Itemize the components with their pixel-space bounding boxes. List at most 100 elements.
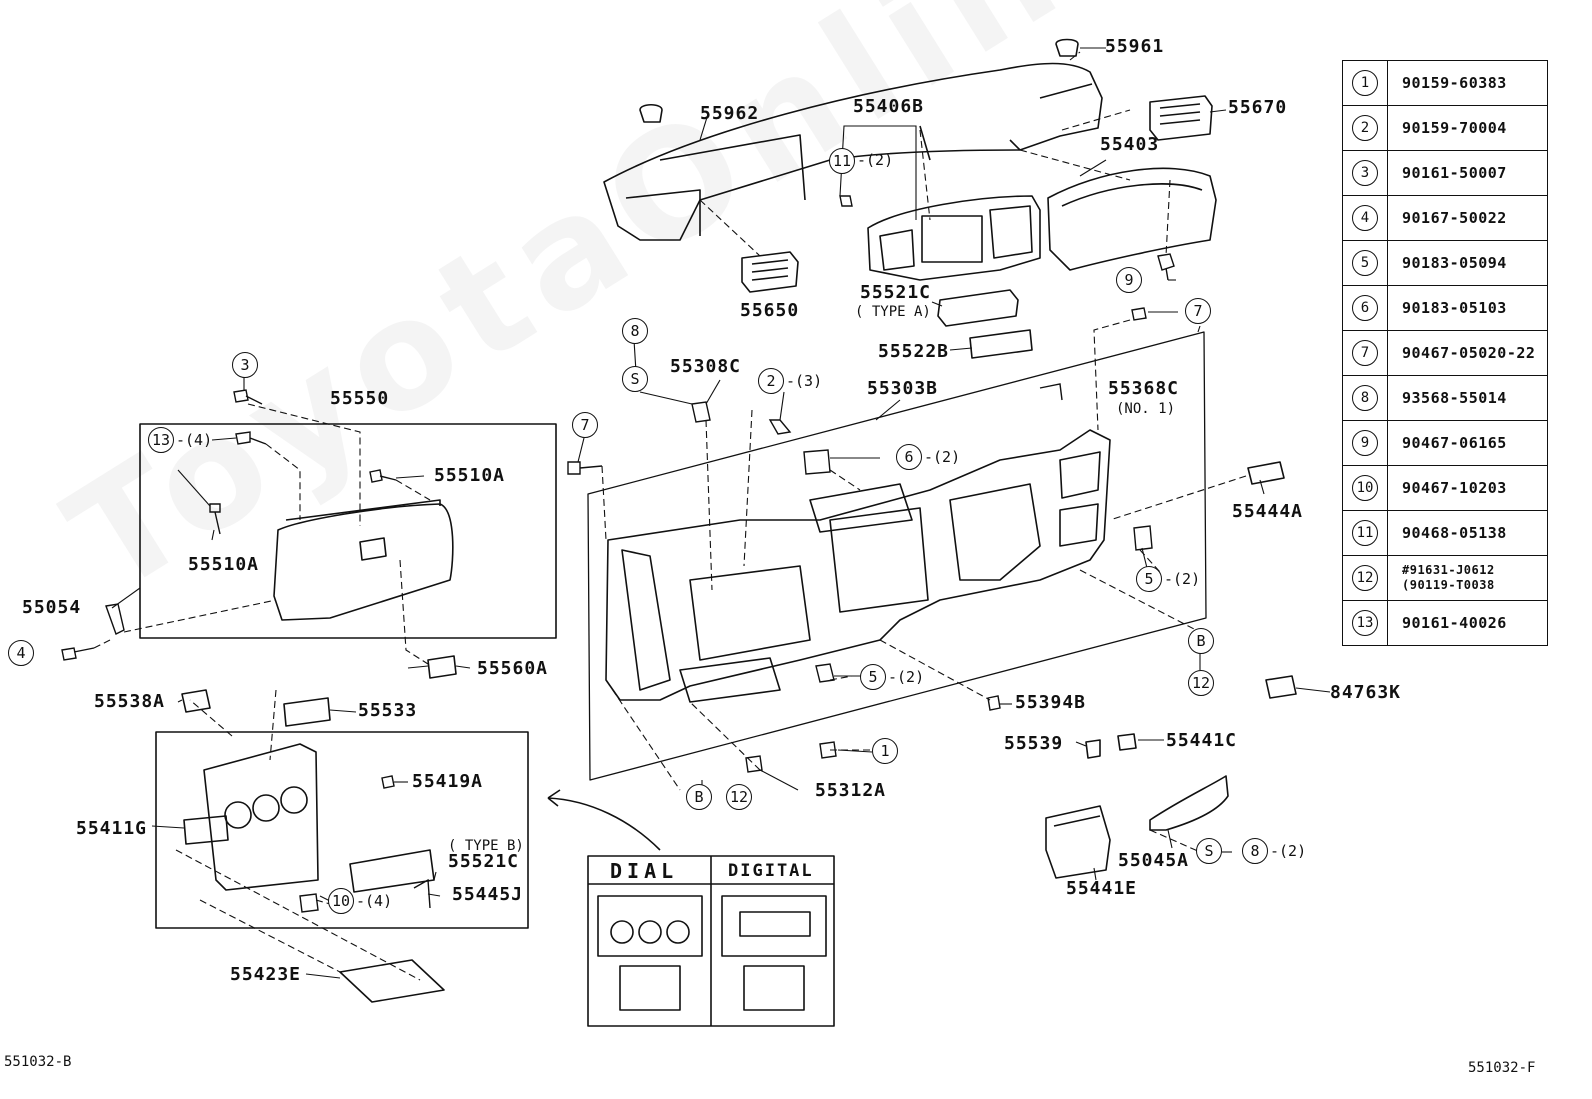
part-label-55411G: 55411G [76,818,148,839]
fastener-part-number: 90467-06165 [1402,434,1507,452]
mat-55423E [339,959,445,1003]
qty-13: -(4) [176,431,213,449]
fastener-number: 9 [1352,430,1378,456]
part-label-55045A: 55045A [1118,850,1190,871]
part-label-55312A: 55312A [815,780,887,801]
center-cluster-55411G [203,743,319,891]
part-label-55054: 55054 [22,597,82,618]
panel-55522B [969,329,1033,359]
qty-8-lower: -(2) [1270,842,1307,860]
fastener-row: 2 90159-70004 [1342,105,1548,151]
part-label-55444A: 55444A [1232,501,1304,522]
part-label-55560A: 55560A [477,658,549,679]
fastener-number: 4 [1352,205,1378,231]
qty-10: -(4) [356,892,393,910]
fastener-number: 2 [1352,115,1378,141]
fastener-row: 3 90161-50007 [1342,150,1548,196]
lower-panel-55303B [605,429,1111,701]
cap-55962 [639,103,663,123]
fastener-part-number: 93568-55014 [1402,389,1507,407]
no1-label: (NO. 1) [1116,401,1176,417]
variant-digital-label: DIGITAL [728,861,814,881]
fastener-number: 13 [1352,610,1378,636]
qty-2: -(3) [786,372,823,390]
fastener-row: 6 90183-05103 [1342,285,1548,331]
callout-8: 8 [622,318,648,344]
callout-5-center: 5 [860,664,886,690]
variant-dial-label: DIAL [610,859,679,883]
box-55441E [1045,805,1111,879]
box-55521C-type-a [937,289,1019,327]
glove-box-frame [139,423,557,639]
qty-5-right: -(2) [1164,570,1201,588]
part-label-55441C: 55441C [1166,730,1238,751]
fastener-part-number: 90159-70004 [1402,119,1507,137]
part-label-55962: 55962 [700,103,760,124]
part-label-55539: 55539 [1004,733,1064,754]
qty-11: -(2) [857,151,894,169]
part-label-55406B: 55406B [853,96,925,117]
part-label-55521C-type-b: 55521C [448,851,520,872]
glove-box-door [273,503,454,621]
callout-7-upper: 7 [1185,298,1211,324]
fastener-row: 10 90467-10203 [1342,465,1548,511]
part-label-55303B: 55303B [867,378,939,399]
callout-4: 4 [8,640,34,666]
callout-12-right: 12 [1188,670,1214,696]
fastener-part-number: 90167-50022 [1402,209,1507,227]
callout-10: 10 [328,888,354,914]
callout-6: 6 [896,444,922,470]
center-bezel-55406B [867,195,1041,281]
part-label-55538A: 55538A [94,691,166,712]
box-55521C-type-b [349,849,435,893]
callout-5-right: 5 [1136,566,1162,592]
fastener-part-number: 90467-10203 [1402,479,1507,497]
fastener-part-number: 90161-50007 [1402,164,1507,182]
fastener-row: 9 90467-06165 [1342,420,1548,466]
fastener-part-number: 90183-05103 [1402,299,1507,317]
type-a-label: ( TYPE A) [855,304,931,320]
callout-1: 1 [872,738,898,764]
footer-code-left: 551032-B [4,1054,72,1070]
fastener-number: 12 [1352,565,1378,591]
center-console-frame [155,731,529,929]
fastener-row: 8 93568-55014 [1342,375,1548,421]
fastener-part-number: 90161-40026 [1402,614,1507,632]
fastener-part-number: #91631-J0612 [1402,563,1495,577]
part-label-55650: 55650 [740,300,800,321]
callout-7-left: 7 [572,412,598,438]
fastener-row: 11 90468-05138 [1342,510,1548,556]
instrument-panel-frame [587,331,1207,781]
fastener-row: 12#91631-J0612(90119-T0038 [1342,555,1548,601]
cap-55961 [1055,38,1079,57]
fastener-row: 4 90167-50022 [1342,195,1548,241]
callout-s-upper: S [622,366,648,392]
vent-55670 [1149,95,1213,141]
footer-code-right: 551032-F [1468,1060,1536,1076]
fastener-number: 5 [1352,250,1378,276]
part-label-55510A-lower: 55510A [188,554,260,575]
part-label-55308C: 55308C [670,356,742,377]
fastener-row: 13 90161-40026 [1342,600,1548,646]
fastener-number: 7 [1352,340,1378,366]
callout-s-lower: S [1196,838,1222,864]
fastener-number: 11 [1352,520,1378,546]
part-label-55419A: 55419A [412,771,484,792]
callout-9: 9 [1116,267,1142,293]
fastener-part-number: 90159-60383 [1402,74,1507,92]
dashboard-upper-pad [603,62,1103,241]
part-label-55403: 55403 [1100,134,1160,155]
fastener-number: 3 [1352,160,1378,186]
callout-2: 2 [758,368,784,394]
callout-13: 13 [148,427,174,453]
fastener-number: 10 [1352,475,1378,501]
fastener-number: 6 [1352,295,1378,321]
part-label-55368C: 55368C [1108,378,1180,399]
fastener-number: 8 [1352,385,1378,411]
fastener-part-number: 90468-05138 [1402,524,1507,542]
